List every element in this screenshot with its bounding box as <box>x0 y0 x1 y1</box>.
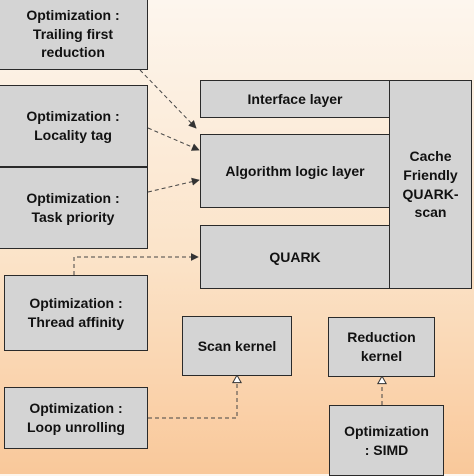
node-opt-simd: Optimization : SIMD <box>329 405 444 476</box>
edge-thread-affinity-to-quark <box>73 253 199 275</box>
node-quark: QUARK <box>200 225 390 289</box>
edge-locality-to-algorithm <box>147 127 200 151</box>
node-opt-loop-unrolling: Optimization : Loop unrolling <box>4 387 148 449</box>
node-opt-locality-tag: Optimization : Locality tag <box>0 85 148 167</box>
node-opt-task-priority: Optimization : Task priority <box>0 167 148 249</box>
node-reduction-kernel: Reduction kernel <box>328 317 435 377</box>
edge-loop-unrolling-to-scan-kernel <box>148 376 237 419</box>
node-scan-kernel: Scan kernel <box>182 316 292 376</box>
node-interface-layer: Interface layer <box>200 80 390 118</box>
node-opt-trailing-first-reduction: Optimization : Trailing first reduction <box>0 0 148 70</box>
node-opt-thread-affinity: Optimization : Thread affinity <box>4 275 148 351</box>
edge-task-priority-to-algorithm <box>147 177 200 193</box>
edge-trailing-to-interface <box>139 69 197 129</box>
node-cache-friendly-quark-scan: Cache Friendly QUARK- scan <box>389 80 472 289</box>
node-algorithm-logic-layer: Algorithm logic layer <box>200 134 390 208</box>
